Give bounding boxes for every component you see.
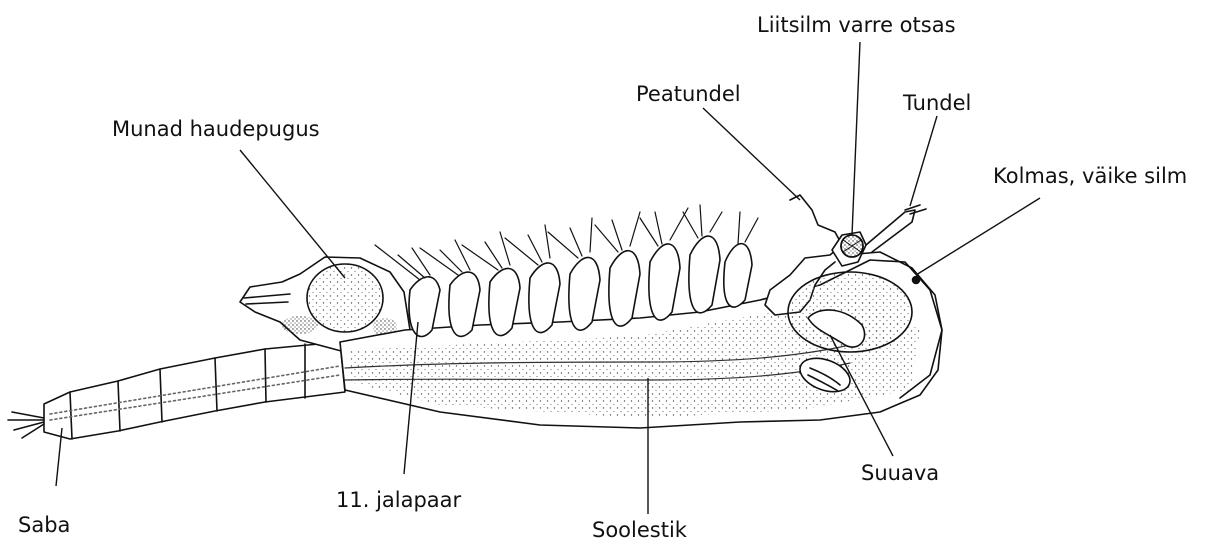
label-third-eye: Kolmas, väike silm <box>993 166 1187 187</box>
leader-antenna <box>910 116 937 206</box>
tail-bristles <box>8 412 44 438</box>
label-antenna: Tundel <box>903 93 971 114</box>
leader-eye-stalk <box>852 42 860 235</box>
tail-segments <box>44 342 345 439</box>
leader-head-appendage <box>703 108 800 200</box>
label-egg-pouch: Munad haudepugus <box>112 119 320 140</box>
third-eye-dot <box>913 277 920 284</box>
label-gut: Soolestik <box>592 520 687 541</box>
label-mouth: Suuava <box>861 463 939 484</box>
leader-third-eye <box>916 198 1040 275</box>
antenna <box>866 205 926 252</box>
label-leg-pair: 11. jalapaar <box>336 490 461 511</box>
label-tail: Saba <box>18 515 70 536</box>
label-head-appendage: Peatundel <box>636 84 741 105</box>
label-eye-stalk: Liitsilm varre otsas <box>757 15 956 36</box>
leader-egg-pouch <box>240 150 345 278</box>
